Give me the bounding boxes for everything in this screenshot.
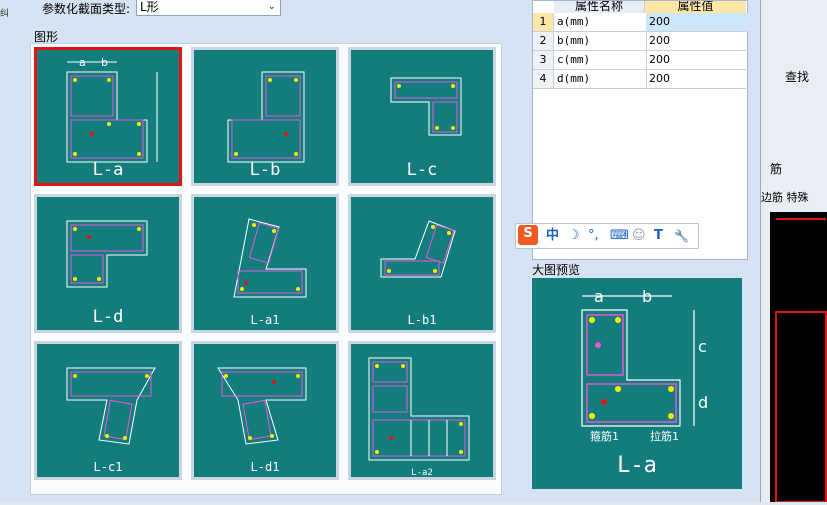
- thumb-name: L-b1: [407, 313, 437, 327]
- thumb-l-b1[interactable]: L-b1: [348, 194, 496, 333]
- thumb-name: L-c: [406, 160, 438, 180]
- thumb-name: L-a2: [411, 468, 433, 478]
- l-b-diagram: [227, 71, 305, 163]
- cad-canvas[interactable]: [770, 212, 827, 503]
- large-preview: a b c d 箍筋1 拉筋1 L-a: [532, 278, 742, 489]
- punctuation-icon[interactable]: °,: [588, 228, 599, 243]
- thumb-name: L-d1: [250, 460, 280, 474]
- property-grid: 属性名称 属性值 1 a(mm) 200 2 b(mm) 200 3 c(mm)…: [532, 0, 749, 260]
- l-c1-diagram: [66, 367, 156, 445]
- row-name: c(mm): [554, 51, 647, 69]
- row-number: 3: [533, 51, 554, 69]
- section-type-select[interactable]: L形 ⌄: [136, 0, 281, 16]
- sogou-logo-icon[interactable]: S: [518, 225, 538, 245]
- table-row[interactable]: 2 b(mm) 200: [533, 32, 746, 51]
- table-row[interactable]: 3 c(mm) 200: [533, 51, 746, 70]
- row-number: 1: [533, 13, 554, 31]
- l-a-large-diagram: a b c d 箍筋1 拉筋1: [581, 287, 708, 443]
- l-b1-diagram: [380, 220, 456, 278]
- user-icon[interactable]: ☺: [632, 228, 646, 243]
- rebar-tab[interactable]: 筋: [770, 162, 783, 176]
- shape-gallery: a b L-a L-b L-c: [30, 43, 502, 495]
- figure-label: 图形: [34, 30, 59, 44]
- dim-b: b: [642, 287, 652, 306]
- section-type-value: L形: [140, 0, 159, 14]
- row-number: 2: [533, 32, 554, 50]
- ime-toolbar[interactable]: S 中 ☽ °, ⌨ ☺ T 🔧: [515, 223, 699, 249]
- row-number: 4: [533, 70, 554, 88]
- thumb-l-d1[interactable]: L-d1: [191, 341, 339, 480]
- dim-a: a: [79, 56, 86, 69]
- section-dialog: 纠 参数化截面类型: L形 ⌄ 图形 a b L-a: [0, 0, 749, 495]
- l-a1-diagram: [233, 218, 307, 298]
- thumb-name: L-c1: [93, 460, 123, 474]
- section-type-label: 参数化截面类型:: [42, 2, 131, 16]
- table-row[interactable]: 1 a(mm) 200: [533, 13, 749, 32]
- l-a-diagram: a b: [66, 56, 158, 163]
- row-name: a(mm): [554, 13, 647, 31]
- dim-c: c: [698, 337, 707, 356]
- preview-name: L-a: [617, 453, 657, 478]
- row-name: d(mm): [554, 70, 647, 88]
- thumb-name: L-d: [92, 307, 124, 327]
- l-d-diagram: [66, 220, 148, 288]
- thumb-l-c1[interactable]: L-c1: [34, 341, 182, 480]
- wrench-icon[interactable]: 🔧: [674, 229, 689, 243]
- thumb-name: L-b: [249, 160, 281, 180]
- header-value: 属性值: [645, 1, 746, 13]
- thumb-name: L-a1: [250, 313, 280, 327]
- header-name: 属性名称: [554, 1, 645, 13]
- thumb-l-d[interactable]: L-d: [34, 194, 182, 333]
- thumb-l-a2[interactable]: L-a2: [348, 341, 496, 480]
- thumb-l-c[interactable]: L-c: [348, 47, 496, 186]
- l-c-diagram: [390, 77, 462, 136]
- tie-label: 拉筋1: [650, 429, 679, 443]
- row-value[interactable]: 200: [649, 53, 670, 66]
- moon-icon[interactable]: ☽: [568, 228, 580, 243]
- row-value[interactable]: 200: [649, 72, 670, 85]
- thumb-l-b[interactable]: L-b: [191, 47, 339, 186]
- chinese-mode-button[interactable]: 中: [546, 228, 560, 243]
- keyboard-icon[interactable]: ⌨: [610, 228, 629, 243]
- l-d1-diagram: [217, 367, 307, 445]
- find-button[interactable]: 查找: [785, 70, 810, 84]
- edge-text: 纠: [0, 9, 10, 19]
- chevron-down-icon: ⌄: [267, 1, 276, 12]
- dim-d: d: [698, 393, 708, 412]
- table-row[interactable]: 4 d(mm) 200: [533, 70, 746, 89]
- row-value[interactable]: 200: [649, 34, 670, 47]
- row-name: b(mm): [554, 32, 647, 50]
- thumb-l-a[interactable]: a b L-a: [34, 47, 182, 186]
- preview-label: 大图预览: [532, 263, 581, 277]
- edge-rebar-tab[interactable]: 边筋 特殊: [761, 191, 809, 204]
- dim-b: b: [101, 56, 108, 69]
- skin-icon[interactable]: T: [654, 228, 663, 243]
- l-a2-diagram: [368, 357, 470, 461]
- row-value[interactable]: 200: [646, 13, 749, 31]
- thumb-l-a1[interactable]: L-a1: [191, 194, 339, 333]
- stirrup-label: 箍筋1: [590, 429, 619, 443]
- thumb-name: L-a: [92, 160, 124, 180]
- dim-a: a: [594, 287, 604, 306]
